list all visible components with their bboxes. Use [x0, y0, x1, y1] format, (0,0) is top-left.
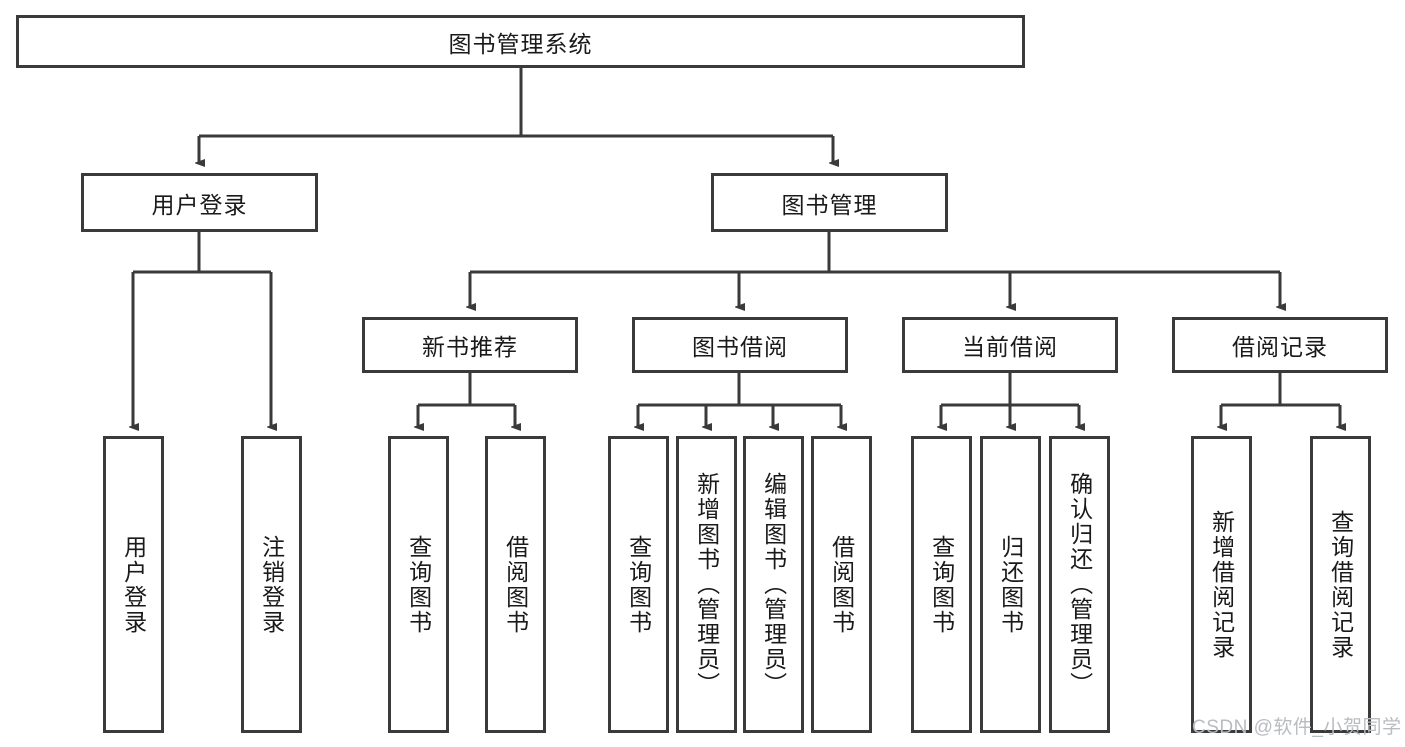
node-leaf-query-borrow-record[interactable]: 查询借阅记录 [1310, 436, 1371, 733]
node-leaf-edit-book-admin[interactable]: 编辑图书（管理员） [743, 436, 804, 733]
node-user-login-label: 用户登录 [151, 191, 248, 218]
node-leaf-confirm-return-admin-label: 确认归还（管理员） [1066, 472, 1093, 697]
node-root-system[interactable]: 图书管理系统 [16, 15, 1025, 68]
node-leaf-add-book-admin-label: 新增图书（管理员） [693, 472, 720, 697]
node-leaf-edit-book-admin-label: 编辑图书（管理员） [760, 472, 787, 697]
node-leaf-logout-label: 注销登录 [258, 534, 285, 635]
node-leaf-borrow-book-label: 借阅图书 [828, 534, 855, 635]
node-borrow-record-label: 借阅记录 [1232, 334, 1328, 360]
node-leaf-borrow-book-recommend[interactable]: 借阅图书 [485, 436, 546, 733]
node-current-borrow-label: 当前借阅 [962, 334, 1058, 360]
node-borrow-record[interactable]: 借阅记录 [1172, 317, 1388, 373]
node-book-borrow-label: 图书借阅 [692, 334, 788, 360]
node-leaf-query-book-borrow-label: 查询图书 [625, 534, 652, 635]
node-leaf-add-borrow-record[interactable]: 新增借阅记录 [1191, 436, 1252, 733]
node-leaf-logout[interactable]: 注销登录 [241, 436, 302, 733]
node-leaf-confirm-return-admin[interactable]: 确认归还（管理员） [1049, 436, 1110, 733]
node-leaf-return-book-label: 归还图书 [997, 534, 1024, 635]
watermark: CSDN @软件_小贺同学 [1192, 717, 1402, 738]
node-leaf-return-book[interactable]: 归还图书 [980, 436, 1041, 733]
node-leaf-borrow-book[interactable]: 借阅图书 [811, 436, 872, 733]
node-user-login[interactable]: 用户登录 [81, 173, 318, 232]
node-book-management[interactable]: 图书管理 [711, 173, 948, 232]
node-leaf-user-login[interactable]: 用户登录 [103, 436, 164, 733]
node-leaf-query-book-recommend[interactable]: 查询图书 [388, 436, 449, 733]
node-root-system-label: 图书管理系统 [448, 30, 593, 57]
node-leaf-query-borrow-record-label: 查询借阅记录 [1327, 509, 1354, 660]
node-leaf-add-borrow-record-label: 新增借阅记录 [1208, 509, 1235, 660]
node-leaf-query-book-borrow[interactable]: 查询图书 [608, 436, 669, 733]
node-book-borrow[interactable]: 图书借阅 [632, 317, 848, 373]
node-leaf-add-book-admin[interactable]: 新增图书（管理员） [676, 436, 737, 733]
node-leaf-user-login-label: 用户登录 [120, 534, 147, 635]
node-leaf-borrow-book-recommend-label: 借阅图书 [502, 534, 529, 635]
node-leaf-query-book-recommend-label: 查询图书 [405, 534, 432, 635]
node-current-borrow[interactable]: 当前借阅 [902, 317, 1118, 373]
node-book-management-label: 图书管理 [781, 191, 878, 218]
node-new-book-recommend[interactable]: 新书推荐 [362, 317, 578, 373]
node-new-book-recommend-label: 新书推荐 [422, 334, 518, 360]
node-leaf-query-book-current[interactable]: 查询图书 [911, 436, 972, 733]
node-leaf-query-book-current-label: 查询图书 [928, 534, 955, 635]
